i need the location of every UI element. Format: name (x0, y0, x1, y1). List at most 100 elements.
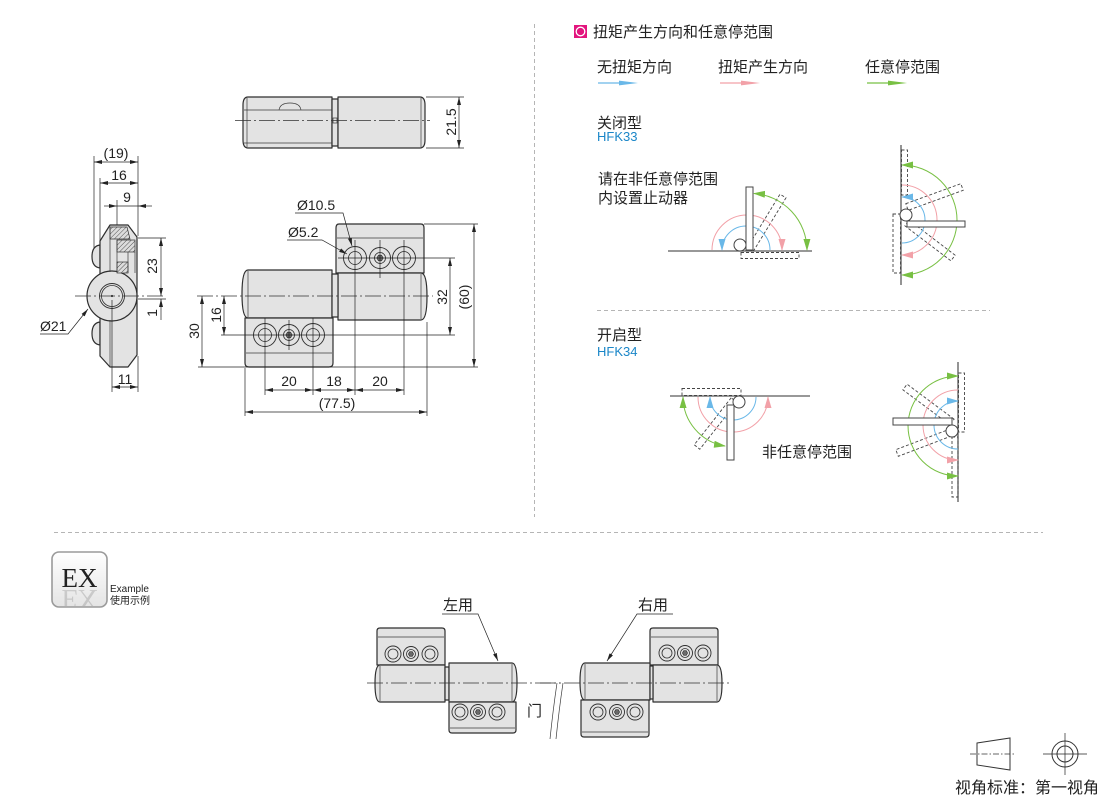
leader-line (606, 613, 673, 662)
arrow-right-icon (867, 80, 907, 86)
door-panel (892, 417, 953, 426)
door-position-ghost (681, 388, 742, 396)
free-stop-arc (907, 372, 959, 480)
dim-knuckle-dia: Ø21 (40, 318, 67, 334)
hinge-pivot (733, 238, 747, 252)
door-position-ghost (693, 397, 738, 450)
knuckle-neck (331, 273, 339, 318)
open-type-diagram-horizontal: 非任意停范围 (670, 388, 852, 461)
closed-type-name: 关闭型 (597, 115, 642, 132)
leader-line (442, 613, 499, 662)
door-edge-line (549, 682, 558, 740)
free-stop-arc (901, 161, 958, 279)
torque-direction-panel: 扭矩产生方向和任意停范围 无扭矩方向 扭矩产生方向 任意停范围 (574, 23, 966, 502)
dim-pitch-left: 20 (281, 373, 297, 389)
example-badge-text: EX (62, 563, 98, 593)
open-type-diagram-vertical (892, 362, 965, 502)
dim-pitch-right: 20 (372, 373, 388, 389)
dim-hole-spacing: 32 (434, 289, 450, 305)
screw-head-tab (278, 102, 302, 111)
pivot-screw-head (403, 646, 419, 662)
example-badge-reflection: EX (62, 584, 98, 614)
pivot-screw-head (609, 704, 625, 720)
hinge-pivot (732, 395, 746, 409)
hatched-section (116, 261, 129, 274)
door-position-ghost (958, 372, 965, 433)
upper-leaf-bump (91, 244, 101, 269)
left-knuckle-top (242, 96, 333, 149)
left-knuckle (241, 269, 333, 319)
torque-arc (901, 184, 938, 259)
dim-height-23: 23 (144, 258, 160, 274)
legend-item-torque: 扭矩产生方向 (718, 59, 808, 86)
hex-socket-icon (475, 709, 481, 715)
counterbore-hole (694, 644, 712, 662)
closed-type-diagram-vertical (892, 145, 966, 285)
knuckle-neck (649, 665, 654, 700)
dim-leaf-thickness: 11 (118, 371, 133, 387)
open-type-model: HFK34 (597, 344, 637, 359)
hex-socket-icon (614, 709, 620, 715)
closed-type-section: 关闭型 HFK33 请在非任意停范围 内设置止动器 (597, 115, 966, 285)
first-angle-projection-icon (970, 733, 1087, 775)
example-label-en: Example (110, 584, 149, 595)
right-hand-hinge: 右用 (540, 597, 731, 738)
open-type-section: 开启型 HFK34 非任意停范围 (597, 327, 965, 502)
legend-label: 任意停范围 (865, 58, 940, 76)
counterbore-hole (658, 644, 676, 662)
counterbore-hole (384, 645, 402, 663)
dim-thickness: 21.5 (443, 108, 459, 135)
pivot-screw-head (470, 704, 486, 720)
door-edge-line (555, 682, 564, 740)
leader-line (295, 212, 353, 247)
door: 门 (527, 682, 564, 740)
right-knuckle (652, 664, 723, 703)
leader-line (287, 239, 348, 255)
door-panel (726, 404, 735, 461)
example-badge-frame (51, 551, 108, 608)
front-view: 20 18 20 (77.5) 32 (60) 30 16 Ø10.5 Ø5.2 (186, 197, 478, 416)
leader-line (40, 308, 89, 335)
left-knuckle (579, 662, 651, 701)
door-position-ghost (951, 436, 959, 498)
right-knuckle-top (337, 96, 426, 149)
counterbore-hole (421, 645, 439, 663)
free-stop-arc (753, 190, 811, 251)
hinge-pivot (899, 208, 913, 222)
free-stop-arc (679, 396, 726, 448)
pivot-screw-head (677, 645, 693, 661)
door-position-ghost (892, 213, 901, 274)
door-panel (906, 220, 966, 228)
dim-overall-length: (77.5) (319, 395, 356, 411)
counterbore-hole (488, 703, 506, 721)
left-hand-hinge: 左用 (367, 597, 560, 734)
hex-socket-icon (408, 651, 414, 657)
side-view-extension-lines (93, 156, 166, 392)
open-type-name: 开启型 (597, 327, 642, 344)
dim-overall-width: (19) (104, 145, 129, 161)
left-knuckle (374, 664, 446, 703)
side-view: (19) 16 9 23 1 Ø21 11 (40, 145, 166, 392)
door-position-ghost (895, 428, 954, 457)
circle-in-square-icon (574, 25, 587, 38)
door-label: 门 (527, 703, 542, 720)
side-view-body (86, 224, 138, 368)
hex-socket-icon (682, 650, 688, 656)
right-knuckle (448, 662, 518, 703)
dim-leaf-height: 30 (186, 323, 202, 339)
counterbore-hole (589, 703, 607, 721)
legend-item-no-torque: 无扭矩方向 (597, 59, 672, 86)
counterbore-hole (451, 703, 469, 721)
closed-type-model: HFK33 (597, 129, 637, 144)
left-use-label: 左用 (443, 597, 473, 614)
example-label-cn: 使用示例 (110, 594, 150, 607)
closed-type-note-line1: 请在非任意停范围 (598, 170, 718, 188)
dim-hole-offset: 16 (208, 307, 224, 323)
right-use-label: 右用 (638, 597, 668, 614)
example-badge: EX EX Example 使用示例 (51, 551, 150, 614)
dim-offset-1: 1 (144, 309, 160, 317)
hatched-section (116, 239, 136, 253)
arrow-right-icon (598, 80, 638, 86)
hatched-section (109, 226, 131, 240)
